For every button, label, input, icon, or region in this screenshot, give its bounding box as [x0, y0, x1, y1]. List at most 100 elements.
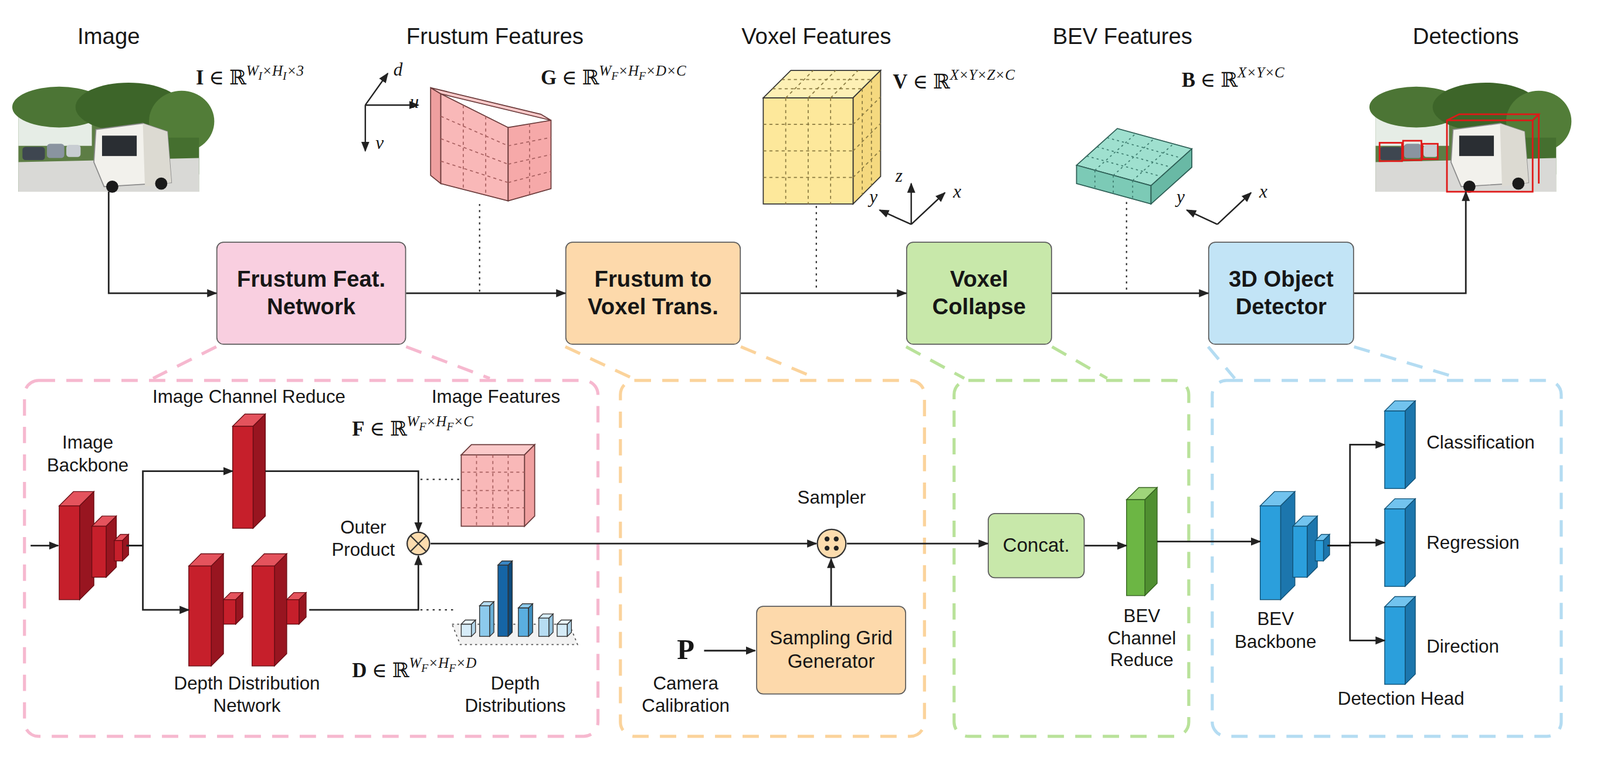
math-part: × [977, 66, 988, 83]
image-features-slab [507, 455, 510, 527]
math-part: × [1246, 64, 1257, 81]
connector [1327, 444, 1385, 546]
block-front [286, 600, 300, 625]
depth-histogram [452, 561, 578, 646]
connector [1084, 544, 1127, 547]
math-part: ∈ ℝ [364, 417, 407, 440]
block-side [122, 534, 129, 561]
bev-slab [1076, 128, 1192, 205]
math-part: F [638, 69, 646, 82]
slab-node: BEV Channel Reduce [1126, 487, 1158, 596]
connector [740, 292, 907, 295]
ddn-shape [188, 554, 310, 667]
photo-detections [1369, 82, 1572, 193]
voxel-cube [852, 70, 881, 205]
tensor-shape: D ∈ ℝWF×HF×D [351, 658, 577, 683]
voxel-cube [763, 97, 853, 205]
math-part: X [1237, 64, 1247, 81]
axis-label: y [1172, 186, 1189, 209]
annotation-label: Detection Head [1309, 688, 1493, 711]
node-label: Image Backbone [36, 432, 140, 477]
photo-detections [1446, 114, 1540, 121]
bev-slab [1086, 133, 1182, 199]
voxel-cube [830, 70, 859, 98]
operator-mark [410, 536, 427, 552]
math-part: X×Y×Z×C [950, 66, 1016, 83]
axis-label: x [1255, 181, 1272, 205]
bev-slab [1112, 175, 1114, 194]
tensor-shape: F ∈ ℝWF×HF×C [351, 416, 577, 442]
block-side [274, 554, 287, 667]
leader-line [479, 204, 481, 293]
connector [1052, 292, 1209, 295]
math-part: × [455, 655, 466, 672]
node-label: Image [0, 23, 220, 51]
sampler-node: Sampler [816, 528, 847, 559]
image-features-slab [460, 444, 535, 455]
node-label: 3D Object Detector [1221, 266, 1342, 321]
axis-label: x [948, 181, 966, 205]
leader-line [420, 609, 458, 611]
math-part: D [465, 655, 477, 672]
input-arrow [30, 546, 755, 652]
voxel-cube [852, 150, 881, 178]
math-part: H [438, 655, 449, 672]
node-label: Frustum to Voxel Trans. [578, 266, 728, 321]
math-part: F [448, 661, 456, 674]
slab-shape [1384, 499, 1416, 588]
photo-input [12, 82, 215, 193]
node-label: Classification [1426, 432, 1580, 456]
frustum-illustration [441, 116, 509, 146]
group-outline [24, 346, 1562, 737]
image-features-slab [460, 455, 525, 527]
axes [879, 209, 912, 225]
backbone-node: BEV Backbone [1260, 491, 1328, 600]
bev-slab [1094, 170, 1096, 189]
block-front [59, 506, 80, 600]
math-part: Y [1256, 64, 1265, 81]
math-part: I [195, 66, 205, 89]
axis-label: y [865, 186, 882, 209]
leader-line [815, 205, 818, 292]
annotation-label: BEV Features [1020, 23, 1225, 51]
math-part: D [655, 62, 667, 79]
voxel-cube [785, 97, 787, 205]
block-front [114, 540, 123, 562]
block-side [1405, 499, 1416, 588]
frustum-illustration [507, 154, 551, 165]
math-part: WI×HI×3 [246, 62, 304, 79]
photo-detections [1402, 140, 1422, 161]
connector [430, 543, 817, 545]
axes [1217, 192, 1252, 225]
connector [265, 471, 419, 532]
group-outline [565, 346, 925, 737]
depth-histogram [460, 624, 471, 637]
group-outline [1354, 346, 1460, 379]
sampler-dot [824, 536, 830, 542]
block-front [1315, 540, 1324, 562]
math-part: ∈ ℝ [907, 70, 950, 93]
bev-slab [1150, 148, 1192, 205]
math-part: W [408, 655, 422, 672]
math-part: F [351, 417, 365, 440]
operator-circle [407, 532, 430, 555]
connector [309, 556, 419, 610]
depth-histogram [489, 601, 494, 637]
connector [405, 292, 565, 295]
annotation-label: Depth Distributions [449, 673, 582, 718]
depth-histogram [479, 605, 490, 637]
tensor-shape: G ∈ ℝWF×HF×D×C [540, 65, 766, 90]
frustum-illustration [507, 171, 551, 183]
tensor-shape: I ∈ ℝWI×HI×3 [195, 65, 421, 90]
image-features-slab [460, 455, 525, 527]
connector [1327, 546, 1385, 642]
group-outline [906, 346, 965, 379]
depth-histogram [497, 565, 508, 637]
depth-histogram [518, 608, 529, 637]
block-side [1405, 597, 1416, 686]
slab-shape [1126, 487, 1158, 596]
process-box: Sampling Grid Generator [756, 605, 907, 695]
math-part: Z [987, 66, 996, 83]
axis-label: d [390, 59, 407, 82]
group-outline [24, 346, 599, 737]
